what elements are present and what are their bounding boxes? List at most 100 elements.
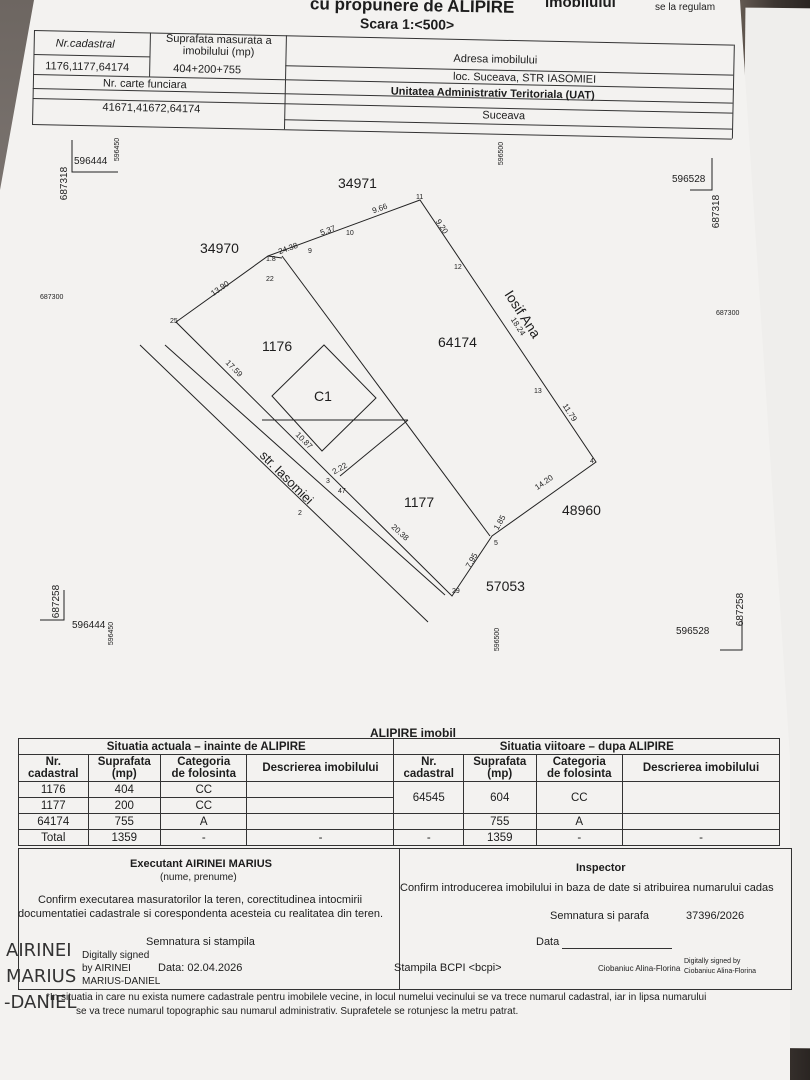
col-nr-f-l2: cadastral	[403, 768, 454, 780]
coord-tr-x: 596528	[672, 174, 706, 185]
total-future: 1359	[462, 829, 537, 846]
area-value: 404+200+755	[173, 62, 242, 77]
corner-marker-bl	[40, 590, 65, 621]
executant-sign-label: Semnatura si stampila	[146, 936, 255, 948]
cadastral-plan	[40, 140, 743, 651]
signature-digital-2: by AIRINEI	[82, 963, 131, 974]
grid-label-top-a: 596450	[114, 137, 122, 162]
cell-future-nr: 64545	[393, 781, 464, 814]
coord-tl-y: 687318	[59, 166, 71, 201]
top-right-note: se la regulam	[655, 2, 716, 13]
signature-name-3: -DANIEL	[4, 992, 77, 1013]
signature-name-1: AIRINEI	[6, 940, 72, 961]
executant-title: Executant AIRINEI MARIUS	[130, 858, 273, 870]
carte-funciara-label: Nr. carte funciara	[102, 77, 187, 92]
cell-future-desc	[622, 813, 780, 830]
col-area: Suprafata(mp)	[87, 754, 162, 782]
signature-name-2: MARIUS	[6, 966, 77, 987]
cell-future-desc	[622, 781, 780, 814]
col-area-future: Suprafata(mp)	[462, 754, 537, 782]
point-label: 5	[494, 540, 498, 547]
grid-label-left: 687300	[40, 294, 64, 301]
nr-cadastral-value: 1176,1177,64174	[45, 60, 130, 75]
street-line-outer	[139, 344, 429, 623]
corner-marker-br	[720, 620, 743, 651]
point-label: 1.8	[266, 256, 276, 263]
col-cat-l2: de folosinta	[171, 768, 237, 780]
col-cat-f-l1: Categoria	[552, 756, 606, 768]
cell-future-area: 755	[462, 813, 537, 830]
address-label: Adresa imobilului	[453, 52, 538, 67]
coord-tr-y: 687318	[711, 194, 723, 229]
table-row: 1176 404 CC 64545 604 CC	[18, 781, 780, 814]
point-label: 12	[454, 264, 462, 271]
total-label: Total	[18, 829, 89, 846]
cell-desc	[246, 781, 395, 798]
footnote-2: se va trece numarul topographic sau numa…	[76, 1006, 519, 1017]
situation-table: Situatia actuala – inainte de ALIPIRE Si…	[17, 738, 780, 846]
inspector-sign-label: Semnatura si parafa	[550, 910, 650, 922]
parcel-divider-2	[267, 255, 283, 259]
document-page: cu propunere de ALIPIRE imobilului se la…	[0, 0, 792, 1080]
point-label: 3	[326, 478, 330, 485]
cell-future-area: 604	[462, 781, 537, 814]
point-label: 11	[416, 194, 424, 201]
col-area-f-l2: (mp)	[487, 768, 513, 780]
inspector-signer-digital-2: Ciobaniuc Alina-Florina	[684, 968, 756, 975]
footnote-1: *In situatia in care nu exista numere ca…	[46, 992, 707, 1003]
inspector-stamp: Stampila BCPI <bcpi>	[394, 962, 502, 974]
inspector-title: Inspector	[576, 862, 626, 874]
col-nr-l1: Nr.	[45, 756, 61, 768]
cell-area: 200	[87, 797, 162, 814]
inspector-date-line	[562, 948, 672, 949]
inspector-data-label: Data	[536, 936, 560, 948]
col-area-l1: Suprafata	[97, 756, 151, 768]
uat-value: Suceava	[482, 109, 526, 123]
coord-tl-x: 596444	[74, 156, 108, 167]
total-actual: 1359	[87, 829, 162, 846]
corner-marker-tl	[71, 140, 118, 173]
nr-cadastral-label: Nr.cadastral	[55, 37, 115, 51]
executant-confirm-1: Confirm executarea masuratorilor la tere…	[38, 894, 363, 906]
col-cat-f-l2: de folosinta	[547, 768, 612, 780]
point-label: 10	[346, 230, 354, 237]
table-row: 64174 755 A 755 A	[18, 813, 780, 830]
col-area-l2: (mp)	[111, 768, 137, 780]
grid-label-right: 687300	[716, 310, 740, 317]
point-label: 29	[452, 588, 460, 595]
cell-future-cat: CC	[535, 781, 624, 814]
parcel-divider-1	[281, 255, 491, 537]
point-label: 4	[590, 458, 594, 465]
point-label: 13	[534, 388, 542, 395]
cell-cat: A	[160, 813, 248, 830]
dash: -	[393, 829, 464, 846]
col-nr: Nr.cadastral	[18, 754, 89, 782]
dash: -	[160, 829, 248, 846]
point-label: 25	[170, 318, 178, 325]
signature-digital-1: Digitally signed	[82, 950, 150, 961]
point-label: 9	[308, 248, 312, 255]
inspector-signer: Ciobaniuc Alina-Florina	[598, 964, 681, 973]
point-label: 2	[298, 510, 302, 517]
grid-label-top-b: 596500	[498, 141, 506, 166]
corner-marker-tr	[690, 158, 713, 191]
building-label: C1	[314, 388, 332, 404]
grid-label-bot-b: 596500	[494, 627, 502, 652]
parcel-boundary-outer	[175, 199, 597, 597]
executant-date: Data: 02.04.2026	[158, 962, 243, 974]
carte-funciara-value: 41671,41672,64174	[102, 101, 201, 116]
cell-desc	[246, 813, 395, 830]
street-line-inner	[164, 344, 446, 596]
neighbor-label: 57053	[486, 578, 525, 594]
col-area-f-l1: Suprafata	[473, 756, 527, 768]
parcel-divider-4	[339, 419, 409, 477]
future-title: Situatia viitoare – dupa ALIPIRE	[393, 738, 780, 755]
cell-area: 755	[87, 813, 162, 830]
cell-nr: 1177	[18, 797, 89, 814]
executant-subtitle: (nume, prenume)	[160, 872, 237, 883]
col-nr-future: Nr.cadastral	[393, 754, 464, 782]
signature-digital-3: MARIUS-DANIEL	[82, 976, 161, 987]
parcel-label: 1176	[262, 338, 293, 354]
